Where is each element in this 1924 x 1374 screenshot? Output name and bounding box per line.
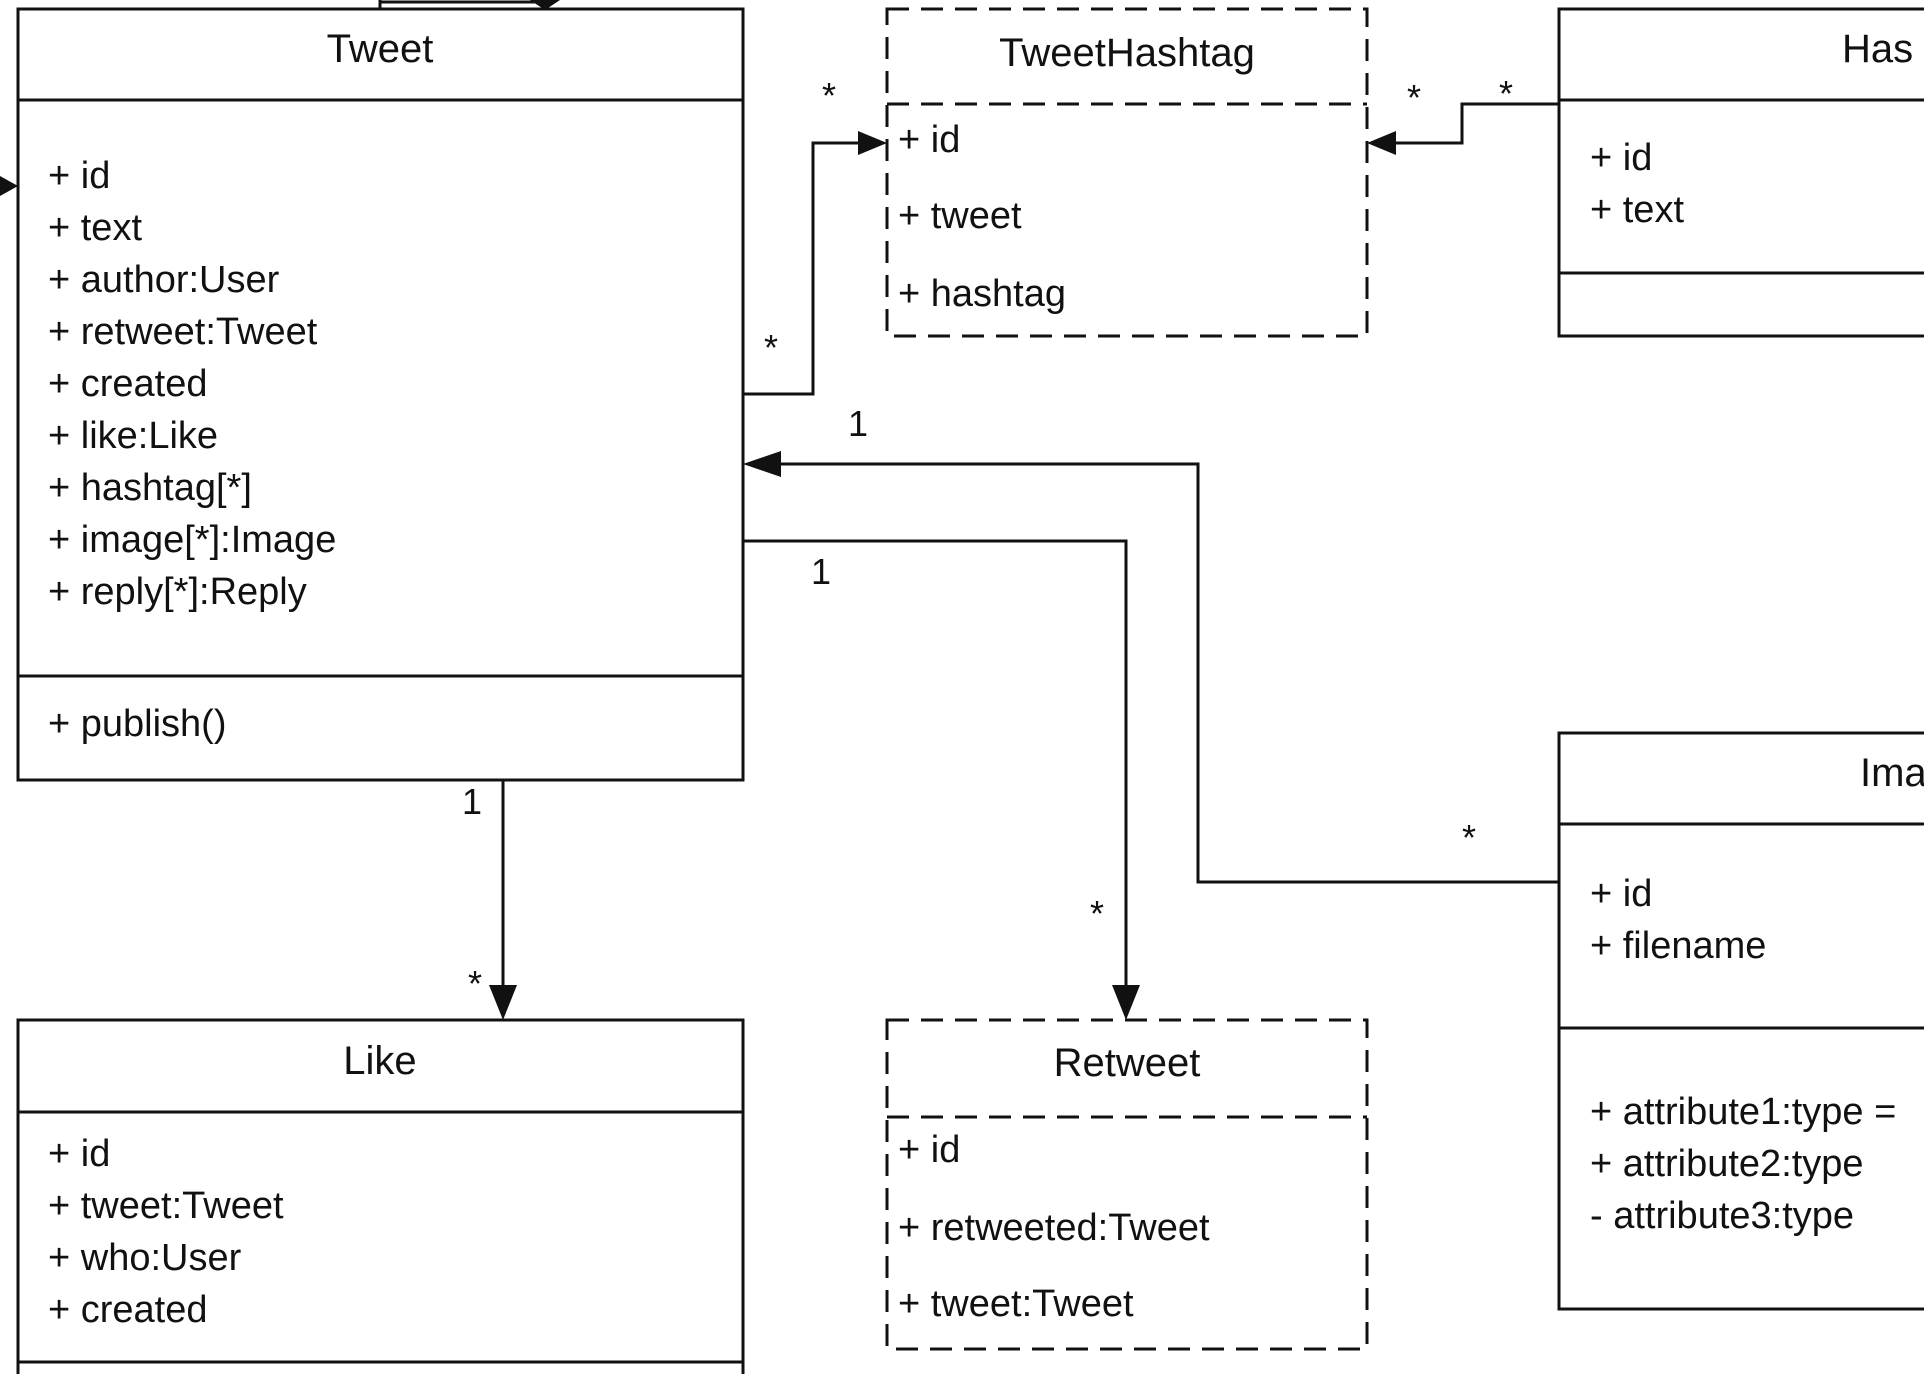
- attribute: + created: [48, 363, 208, 405]
- attribute: + text: [48, 207, 142, 249]
- multiplicity-label: 1: [462, 781, 482, 822]
- attribute: + id: [898, 1129, 960, 1171]
- attribute: + attribute1:type =: [1590, 1091, 1896, 1133]
- attribute: + image[*]:Image: [48, 519, 336, 561]
- multiplicity-label: *: [1462, 817, 1476, 858]
- edge-image-tweet: [743, 451, 1559, 884]
- attribute: + id: [898, 119, 960, 161]
- class-name: Tweet: [327, 27, 434, 71]
- multiplicity-label: *: [822, 75, 836, 116]
- multiplicity-label: 1: [811, 551, 831, 592]
- attribute: + text: [1590, 189, 1684, 231]
- attribute: + who:User: [48, 1237, 242, 1279]
- arrowhead: [743, 451, 781, 477]
- edge-tweet-tweethashtag: [743, 131, 887, 396]
- attribute: + id: [1590, 137, 1652, 179]
- attribute: + tweet:Tweet: [898, 1283, 1134, 1325]
- attribute: + tweet:Tweet: [48, 1185, 284, 1227]
- arrowhead: [858, 131, 887, 155]
- method: + publish(): [48, 703, 226, 745]
- edge-top-offscreen: [378, 0, 560, 10]
- arrowhead: [1367, 131, 1396, 155]
- multiplicity-label: 1: [848, 403, 868, 444]
- class-image[interactable]: Ima + id + filename + attribute1:type = …: [1557, 731, 1924, 1311]
- class-name: TweetHashtag: [999, 31, 1255, 75]
- attribute: + retweet:Tweet: [48, 311, 318, 353]
- attribute: + id: [48, 155, 110, 197]
- attribute: + tweet: [898, 195, 1022, 237]
- class-tweethashtag[interactable]: TweetHashtag + id + tweet + hashtag: [885, 7, 1369, 338]
- arrowhead: [489, 985, 517, 1020]
- attribute: + author:User: [48, 259, 280, 301]
- attribute: + attribute2:type: [1590, 1143, 1864, 1185]
- class-name: Ima: [1860, 751, 1924, 795]
- multiplicity-label: *: [468, 963, 482, 1004]
- edge-hashtag-tweethashtag: [1367, 102, 1559, 155]
- attribute: + hashtag[*]: [48, 467, 252, 509]
- attribute: + id: [1590, 873, 1652, 915]
- attribute: + retweeted:Tweet: [898, 1207, 1210, 1249]
- class-retweet[interactable]: Retweet + id + retweeted:Tweet + tweet:T…: [885, 1018, 1369, 1351]
- attribute: + reply[*]:Reply: [48, 571, 307, 613]
- edge-tweet-retweet: [743, 539, 1140, 1020]
- class-name: Retweet: [1054, 1041, 1201, 1085]
- class-tweet[interactable]: Tweet + id + text + author:User + retwee…: [16, 7, 745, 782]
- attribute: + filename: [1590, 925, 1766, 967]
- attribute: + id: [48, 1133, 110, 1175]
- multiplicity-label: *: [1499, 73, 1513, 114]
- edge-left-offscreen: [0, 176, 18, 196]
- class-hashtag[interactable]: Has + id + text: [1557, 7, 1924, 338]
- multiplicity-label: *: [764, 327, 778, 368]
- attribute: - attribute3:type: [1590, 1195, 1854, 1237]
- attribute: + like:Like: [48, 415, 218, 457]
- multiplicity-label: *: [1407, 77, 1421, 118]
- multiplicity-label: *: [1090, 893, 1104, 934]
- class-like[interactable]: Like + id + tweet:Tweet + who:User + cre…: [16, 1018, 745, 1374]
- attribute: + created: [48, 1289, 208, 1331]
- arrowhead: [1112, 985, 1140, 1020]
- class-name: Like: [343, 1039, 416, 1083]
- class-name: Has: [1842, 27, 1913, 71]
- edge-tweet-like: [489, 780, 517, 1020]
- attribute: + hashtag: [898, 273, 1066, 315]
